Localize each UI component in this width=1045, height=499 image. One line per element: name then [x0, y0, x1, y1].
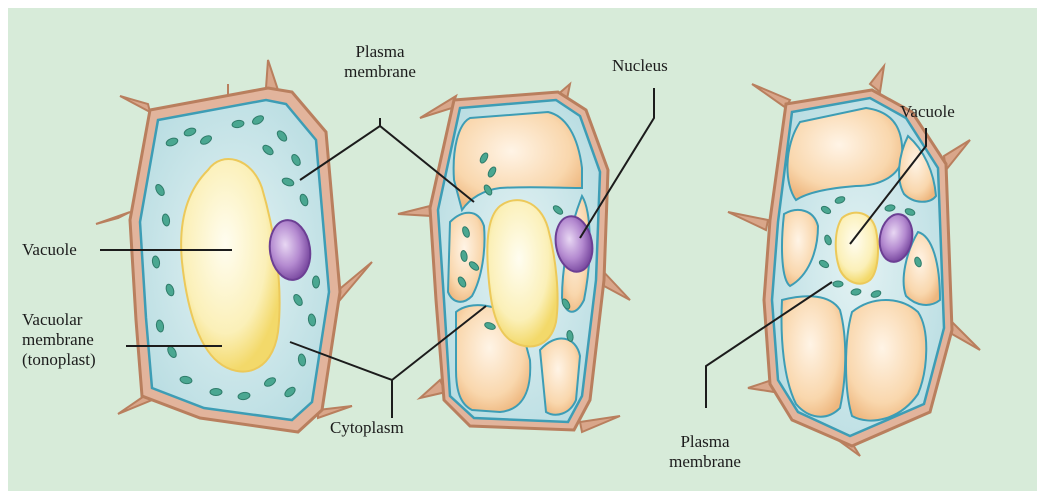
cell-1-young: [96, 60, 372, 432]
cell-2-central-vacuole: [487, 200, 557, 346]
label-cytoplasm: Cytoplasm: [330, 418, 404, 438]
label-vacuole-left: Vacuole: [22, 240, 77, 260]
cell-3-central-vacuole: [836, 213, 878, 284]
cell-2-developing: [398, 84, 630, 432]
label-plasma-membrane-top: Plasma membrane: [325, 42, 435, 82]
label-plasma-membrane-bottom: Plasma membrane: [650, 432, 760, 472]
label-nucleus: Nucleus: [612, 56, 668, 76]
label-vacuolar-membrane: Vacuolar membrane (tonoplast): [22, 310, 96, 370]
label-vacuole-right: Vacuole: [900, 102, 955, 122]
cell-3-mature: [728, 66, 980, 456]
